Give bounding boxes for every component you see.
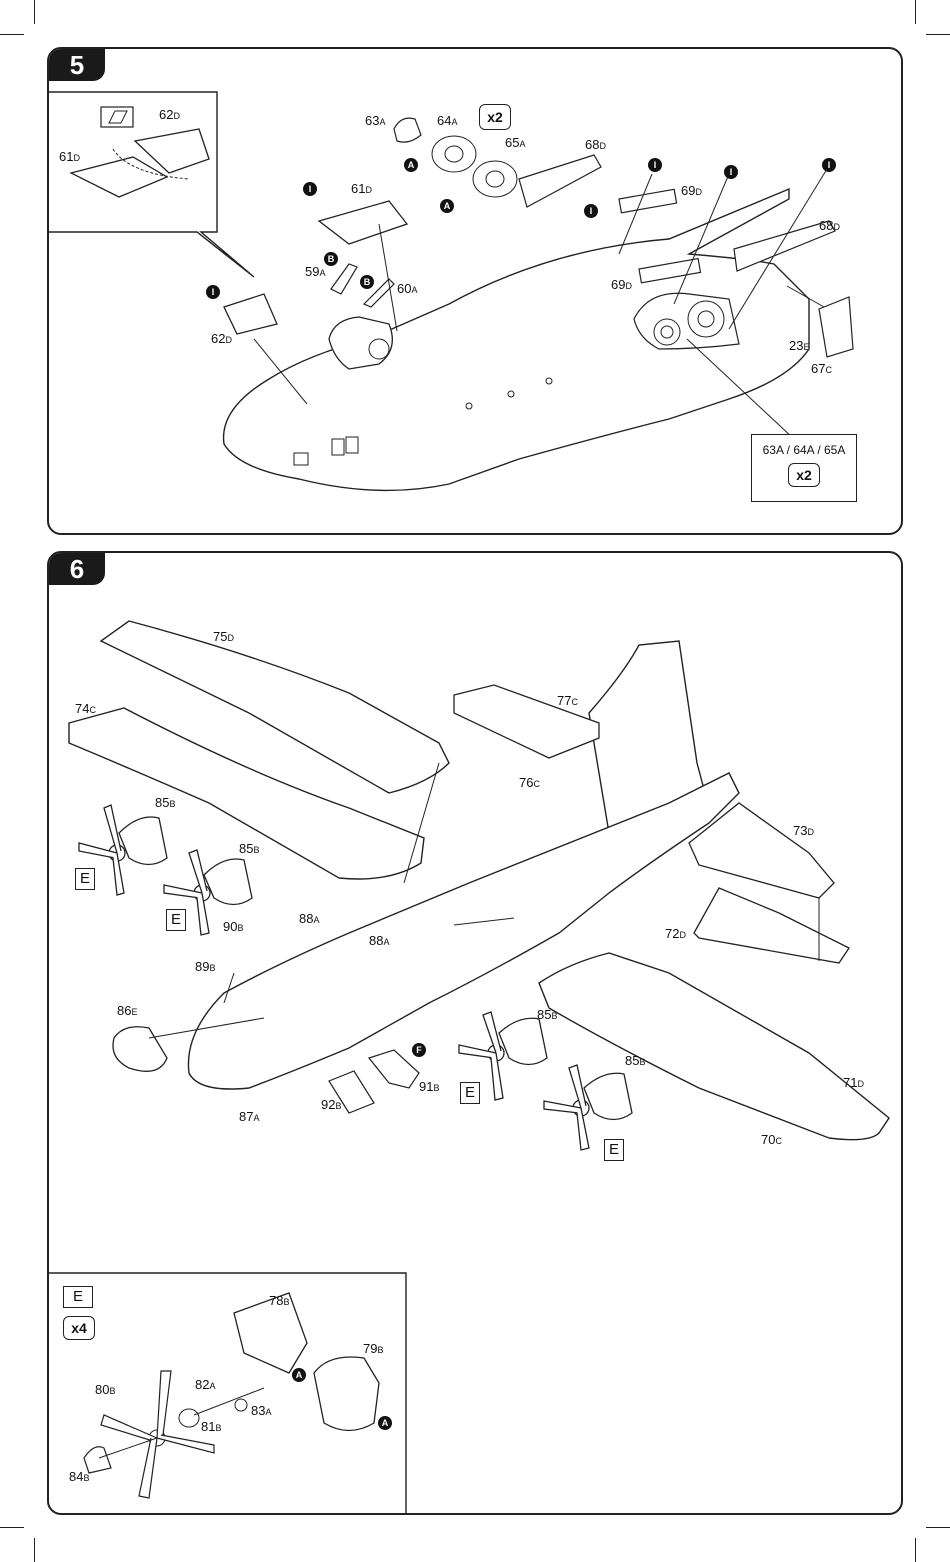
part-label: 69D bbox=[611, 277, 632, 292]
crop-mark bbox=[34, 0, 35, 24]
svg-text:I: I bbox=[828, 160, 831, 170]
canopy-detail-inset bbox=[49, 91, 255, 278]
step-6-panel: 6 bbox=[47, 551, 903, 1515]
part-label: 70C bbox=[761, 1132, 782, 1147]
part-label: 76C bbox=[519, 775, 540, 790]
marker-badges: I I B B A A I I I I bbox=[206, 158, 836, 299]
part-label: 85B bbox=[239, 841, 259, 856]
engine-qty-badge: x2 bbox=[479, 104, 511, 130]
part-label: 64A bbox=[437, 113, 457, 128]
part-label: 84B bbox=[69, 1469, 89, 1484]
part-label: 88A bbox=[299, 911, 319, 926]
part-label: 83A bbox=[251, 1403, 271, 1418]
crop-mark bbox=[0, 1527, 24, 1528]
step-5-drawing: I I B B A A I I I I bbox=[49, 91, 854, 492]
part-label: 75D bbox=[213, 629, 234, 644]
detail-qty-badge: x4 bbox=[63, 1316, 95, 1340]
part-label: 23E bbox=[789, 338, 809, 353]
step-number: 5 bbox=[49, 49, 105, 81]
part-label: 85B bbox=[155, 795, 175, 810]
svg-text:A: A bbox=[444, 201, 451, 211]
part-label: 59A bbox=[305, 264, 325, 279]
svg-text:B: B bbox=[364, 277, 371, 287]
part-label: 79B bbox=[363, 1341, 383, 1356]
svg-text:B: B bbox=[328, 254, 335, 264]
detail-inset-e: A A bbox=[49, 1272, 407, 1513]
svg-text:A: A bbox=[382, 1418, 389, 1428]
part-label: 69D bbox=[681, 183, 702, 198]
part-label: 62D bbox=[159, 107, 180, 122]
part-label: 81B bbox=[201, 1419, 221, 1434]
sub-assembly-e-box: E bbox=[604, 1139, 624, 1161]
step-5-panel: 5 bbox=[47, 47, 903, 535]
part-label: 85B bbox=[537, 1007, 557, 1022]
part-label: 86E bbox=[117, 1003, 137, 1018]
repeat-note-parts: 63A / 64A / 65A bbox=[762, 443, 846, 457]
repeat-note-qty: x2 bbox=[788, 463, 820, 487]
svg-text:I: I bbox=[654, 160, 657, 170]
part-label: 89B bbox=[195, 959, 215, 974]
step-6-drawing: F A A bbox=[49, 620, 890, 1513]
step-number: 6 bbox=[49, 553, 105, 585]
part-label: 68D bbox=[585, 137, 606, 152]
sub-assembly-e-box: E bbox=[75, 868, 95, 890]
part-label: 61D bbox=[59, 149, 80, 164]
part-label: 78B bbox=[269, 1293, 289, 1308]
part-label: 65A bbox=[505, 135, 525, 150]
crop-mark bbox=[34, 1538, 35, 1562]
crop-mark bbox=[915, 1538, 916, 1562]
part-label: 68D bbox=[819, 218, 840, 233]
part-label: 72D bbox=[665, 926, 686, 941]
detail-e-label: E bbox=[63, 1286, 93, 1308]
part-label: 61D bbox=[351, 181, 372, 196]
crop-mark bbox=[915, 0, 916, 24]
part-label: 87A bbox=[239, 1109, 259, 1124]
sub-assembly-e-box: E bbox=[460, 1082, 480, 1104]
sub-assembly-e-box: E bbox=[166, 909, 186, 931]
crop-mark bbox=[926, 1527, 950, 1528]
svg-text:A: A bbox=[408, 160, 415, 170]
part-label: 74C bbox=[75, 701, 96, 716]
svg-text:I: I bbox=[590, 206, 593, 216]
part-label: 62D bbox=[211, 331, 232, 346]
svg-text:I: I bbox=[212, 287, 215, 297]
part-label: 90B bbox=[223, 919, 243, 934]
svg-text:I: I bbox=[730, 167, 733, 177]
part-label: 92B bbox=[321, 1097, 341, 1112]
part-label: 73D bbox=[793, 823, 814, 838]
step-6-labels: 75D 74C 77C 76C 73D 72D 85B 85B 88A 88A … bbox=[69, 629, 864, 1484]
part-label: 67C bbox=[811, 361, 832, 376]
part-label: 82A bbox=[195, 1377, 215, 1392]
step-5-labels: 61D 62D 63A 64A 65A 68D 69D 61D 59A 60A … bbox=[59, 107, 840, 376]
part-label: 63A bbox=[365, 113, 385, 128]
part-label: 60A bbox=[397, 281, 417, 296]
propeller-assemblies bbox=[78, 804, 633, 1151]
part-label: 80B bbox=[95, 1382, 115, 1397]
svg-text:F: F bbox=[416, 1045, 422, 1055]
crop-mark bbox=[926, 34, 950, 35]
crop-mark bbox=[0, 34, 24, 35]
part-label: 85B bbox=[625, 1053, 645, 1068]
svg-text:A: A bbox=[296, 1370, 303, 1380]
part-label: 71D bbox=[843, 1075, 864, 1090]
part-label: 91B bbox=[419, 1079, 439, 1094]
repeat-note-box: 63A / 64A / 65A x2 bbox=[751, 434, 857, 502]
part-label: 77C bbox=[557, 693, 578, 708]
svg-text:I: I bbox=[309, 184, 312, 194]
part-label: 88A bbox=[369, 933, 389, 948]
